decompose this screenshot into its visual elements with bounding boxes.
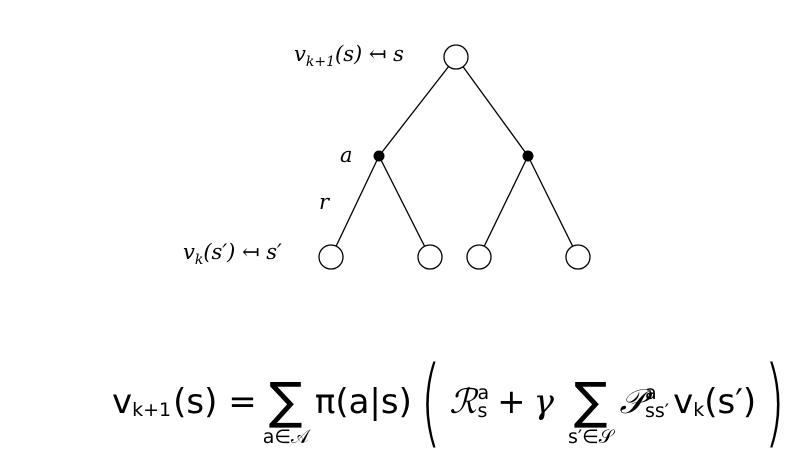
action-node — [373, 150, 385, 162]
edge — [527, 155, 579, 258]
eq-lhs-v: v — [112, 382, 133, 422]
state-node-leaf — [565, 244, 591, 270]
sum-over-states: ∑ s′∈𝒮 — [568, 376, 613, 448]
edge — [478, 155, 529, 258]
leaf-label-v: v — [183, 240, 195, 264]
eq-value-rest: (s′) — [704, 382, 757, 422]
state-node-leaf — [417, 244, 443, 270]
edge — [378, 56, 457, 157]
root-label-sub: k+1 — [305, 54, 335, 70]
eq-value-sub: k — [693, 399, 705, 421]
root-label: vk+1(s) ↤ s — [294, 42, 404, 70]
edge — [378, 155, 431, 258]
sum-over-actions: ∑ a∈𝒜 — [263, 376, 309, 448]
eq-gamma: γ — [533, 382, 554, 422]
eq-reward: ℛ — [449, 382, 477, 422]
eq-transition: 𝒫 — [619, 382, 644, 422]
sum-index: s′∈𝒮 — [567, 426, 614, 448]
leaf-label-sub: k — [194, 252, 204, 268]
left-paren: ( — [420, 346, 441, 458]
eq-lhs-sub: k+1 — [132, 399, 172, 421]
root-label-v: v — [294, 42, 306, 66]
state-node-root — [443, 44, 469, 70]
edge — [330, 155, 380, 258]
eq-value-v: v — [673, 382, 694, 422]
transition-sub: ss′ — [644, 400, 670, 422]
reward-label: r — [319, 190, 330, 214]
eq-policy: π(a|s) — [314, 382, 412, 422]
eq-plus: + — [497, 382, 526, 422]
action-node — [522, 150, 534, 162]
action-label: a — [340, 143, 353, 167]
leaf-label: vk(s′) ↤ s′ — [183, 240, 282, 268]
eq-lhs-rest: (s) = — [173, 382, 257, 422]
state-node-leaf — [318, 244, 344, 270]
sum-symbol: ∑ — [573, 372, 608, 430]
state-node-leaf — [466, 244, 492, 270]
reward-sup: a — [477, 382, 490, 404]
leaf-label-rest: (s′) ↤ s′ — [203, 240, 282, 264]
backup-tree — [318, 44, 591, 270]
transition-sup: a — [644, 382, 657, 404]
right-paren: ) — [764, 346, 786, 458]
sum-index: a∈𝒜 — [262, 426, 309, 448]
edge — [455, 56, 529, 157]
root-label-rest: (s) ↤ s — [335, 42, 404, 66]
sum-symbol: ∑ — [268, 372, 303, 430]
reward-sub: s — [477, 400, 488, 422]
